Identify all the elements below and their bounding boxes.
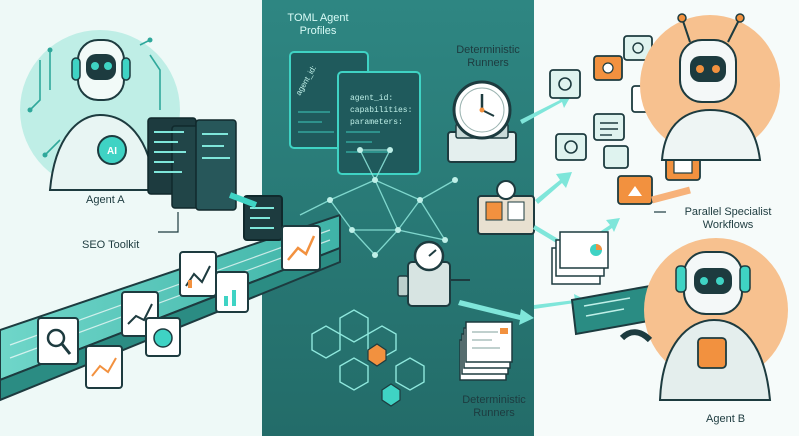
agent-a-arrow xyxy=(228,192,258,208)
document-stack-right xyxy=(551,231,609,285)
agent-b-robot xyxy=(619,251,772,401)
deterministic-runners-bottom-line-2: Runners xyxy=(473,407,515,419)
code-windows xyxy=(147,117,237,211)
document-stack-center xyxy=(459,321,513,381)
seo-toolkit-leader xyxy=(158,212,179,233)
orange-hexagon xyxy=(367,343,387,367)
agent-a-circuit-dots xyxy=(27,37,153,158)
gauge-runner-machine xyxy=(397,240,470,307)
toml-profiles-label: TOML Agent Profiles xyxy=(278,12,358,38)
ai-badge-text: AI xyxy=(107,146,117,157)
agent-b-label: Agent B xyxy=(706,413,746,425)
gear-runner-machine xyxy=(477,180,535,235)
parallel-line-2: Workflows xyxy=(702,219,754,231)
toml-front-line-capabilities: capabilities: xyxy=(350,106,412,115)
deterministic-runners-bottom-label: Deterministic Runners xyxy=(452,394,536,420)
toml-profiles-line-1: TOML Agent xyxy=(287,12,349,24)
agent-a-label: Agent A xyxy=(86,194,125,206)
seo-toolkit-label: SEO Toolkit xyxy=(82,239,140,251)
orange-flow-arrow xyxy=(651,186,691,204)
toml-profiles-line-2: Profiles xyxy=(299,25,337,37)
toml-front-line-agent-id: agent_id: xyxy=(350,94,393,103)
agent-b-screen xyxy=(570,284,656,336)
parallel-workflows-label: Parallel Specialist Workflows xyxy=(668,206,788,232)
agent-a-robot xyxy=(48,39,157,191)
parallel-line-1: Parallel Specialist xyxy=(684,206,772,218)
agent-top-right-robot xyxy=(660,13,762,161)
belt-cards xyxy=(37,195,321,389)
agent-a-circuit-lines xyxy=(29,39,161,156)
deterministic-runners-bottom-line-1: Deterministic xyxy=(462,394,526,406)
teal-hexagon xyxy=(381,383,401,407)
network-graph-nodes xyxy=(327,147,458,258)
deterministic-runners-top-line-1: Deterministic xyxy=(456,44,520,56)
deterministic-runners-top-line-2: Runners xyxy=(467,57,509,69)
clock-runner-machine xyxy=(447,80,517,163)
deterministic-runners-top-label: Deterministic Runners xyxy=(446,44,530,70)
toml-front-line-parameters: parameters: xyxy=(350,118,403,127)
